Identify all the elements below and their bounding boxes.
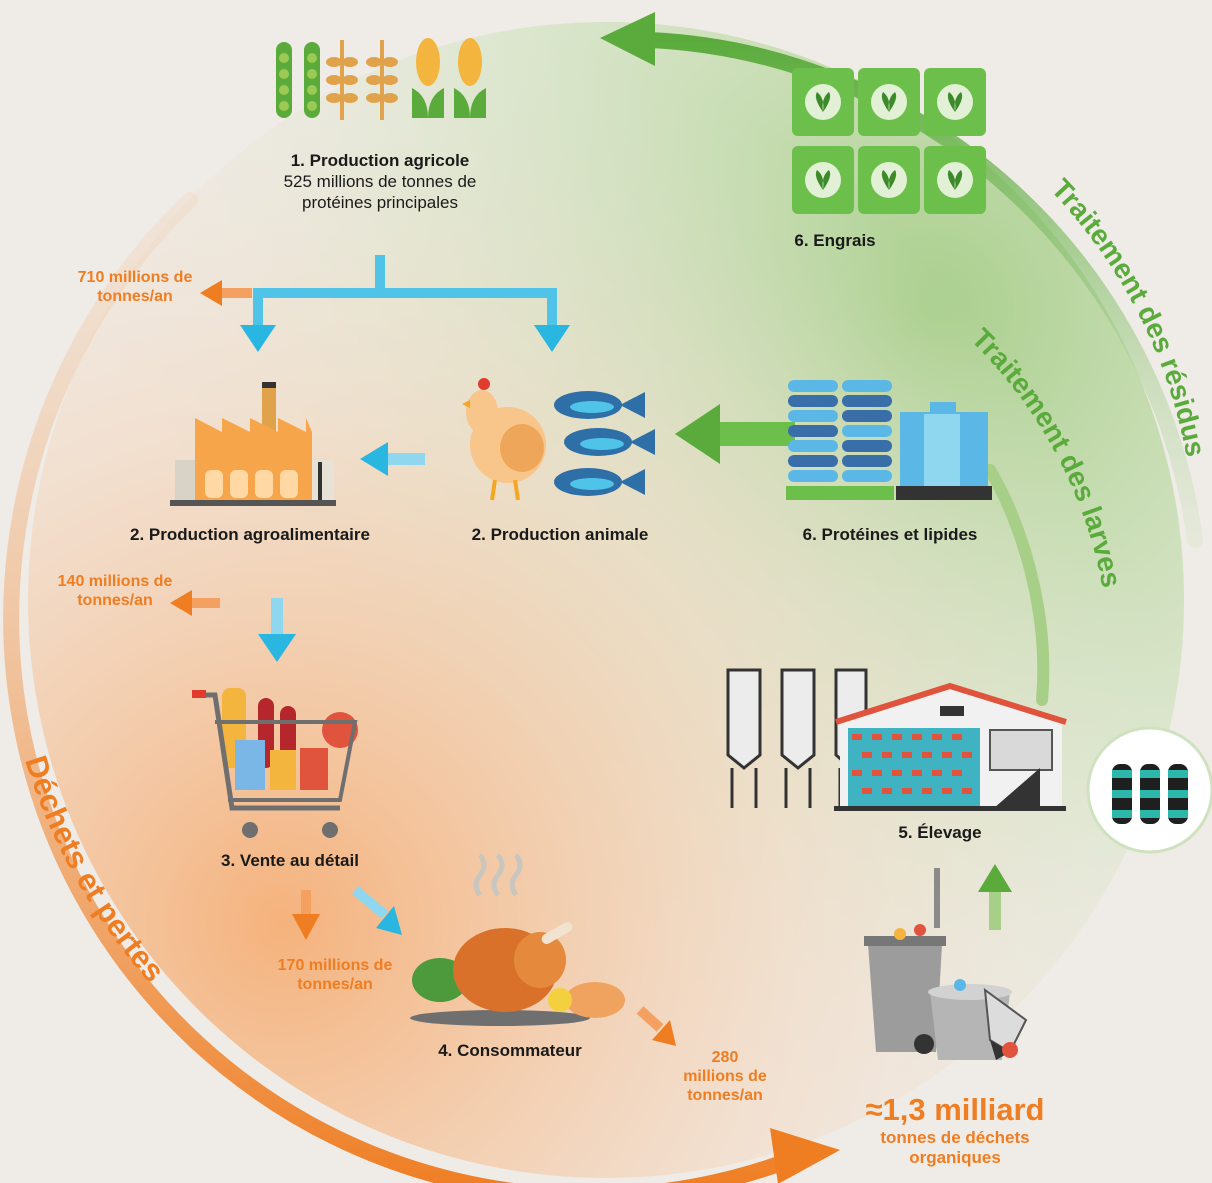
node-agro: 2. Production agroalimentaire <box>100 524 400 545</box>
arrow-animal-to-agro-icon <box>360 442 388 476</box>
waste-arrowhead-icon <box>770 1128 840 1183</box>
oil-tank-icon <box>896 402 992 500</box>
node-consumer-title: 4. Consommateur <box>438 1041 582 1060</box>
loss-710: 710 millions de tonnes/an <box>77 269 193 305</box>
node-animal-title: 2. Production animale <box>471 525 649 544</box>
node-proteins: 6. Protéines et lipides <box>760 524 1020 545</box>
loss-170: 170 millions de tonnes/an <box>277 957 393 993</box>
larvae-arc <box>984 464 1050 706</box>
node-retail-title: 3. Vente au détail <box>221 851 359 870</box>
larvae-cycle-label: Traitement des larves <box>966 322 1128 590</box>
cycle-background-orange <box>28 22 1184 1178</box>
protein-pallets-icon <box>786 380 894 500</box>
fertilizer-bags-icon <box>792 68 986 214</box>
arrow-to-retail-icon <box>258 634 296 662</box>
total-waste-value: ≈1,3 milliard <box>865 1092 1045 1127</box>
crops-icon <box>276 38 486 120</box>
node-fertilizer: 6. Engrais <box>760 230 910 251</box>
node-consumer: 4. Consommateur <box>400 1040 620 1061</box>
node-agriculture-line2: protéines principales <box>302 193 458 212</box>
factory-icon <box>170 382 336 506</box>
barn-icon <box>834 682 1067 811</box>
total-waste-line1: tonnes de déchets <box>880 1128 1030 1147</box>
arrow-to-breeding-icon <box>978 864 1012 892</box>
node-proteins-title: 6. Protéines et lipides <box>802 525 978 544</box>
loss-280: 280 millions de tonnes/an <box>683 1049 767 1104</box>
fish-icon <box>554 391 655 496</box>
loss-arrow-710-icon <box>200 280 222 306</box>
arrow-to-agro-icon <box>240 325 276 352</box>
node-animal: 2. Production animale <box>430 524 690 545</box>
node-breeding-title: 5. Élevage <box>898 823 982 842</box>
node-agriculture-title: 1. Production agricole <box>290 151 470 170</box>
node-breeding: 5. Élevage <box>860 822 1020 843</box>
node-retail: 3. Vente au détail <box>180 850 400 871</box>
loss-arrow-280-icon <box>652 1020 676 1046</box>
loss-arrow-170-icon <box>292 914 320 940</box>
roast-meal-icon <box>410 853 625 1026</box>
arrow-protein-to-animal-icon <box>675 404 720 464</box>
residue-arc <box>642 32 1203 548</box>
arrow-to-consumer-icon <box>376 906 402 935</box>
node-agriculture-line1: 525 millions de tonnes de <box>283 172 477 191</box>
larvae-badge-icon <box>1086 726 1212 854</box>
total-waste: ≈1,3 milliard tonnes de déchets organiqu… <box>820 1092 1090 1168</box>
node-agro-title: 2. Production agroalimentaire <box>130 525 370 544</box>
node-agriculture: 1. Production agricole 525 millions de t… <box>250 150 510 213</box>
residue-arrowhead-icon <box>600 12 655 66</box>
waste-bins-icon <box>864 868 1028 1060</box>
loss-140: 140 millions de tonnes/an <box>57 573 173 609</box>
shopping-cart-icon <box>192 688 358 838</box>
arrow-to-animal-icon <box>534 325 570 352</box>
chicken-icon <box>462 378 546 501</box>
total-waste-line2: organiques <box>909 1148 1001 1167</box>
waste-cycle-label: Déchets et pertes <box>18 751 171 988</box>
node-fertilizer-title: 6. Engrais <box>794 231 876 250</box>
residue-cycle-label: Traitement des résidus <box>1046 173 1212 459</box>
supply-arrows <box>253 255 557 330</box>
waste-arc <box>3 192 798 1183</box>
loss-arrow-140-icon <box>170 590 192 616</box>
